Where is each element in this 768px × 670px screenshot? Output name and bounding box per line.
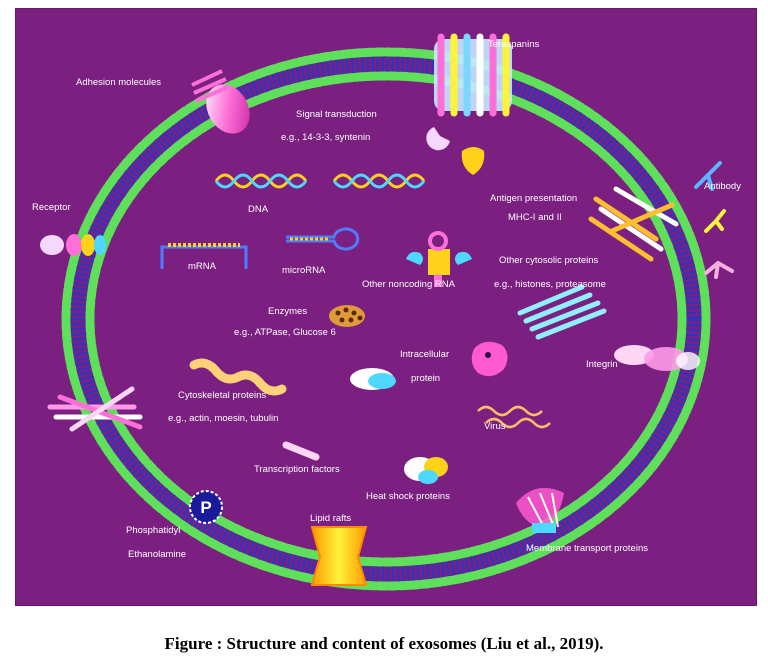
label-virus: Virus [484, 421, 506, 432]
exosome-diagram: P Teraspanins Adhesion molecules Signal … [15, 8, 757, 606]
cytosolic-protein-bundle [517, 284, 607, 340]
label-cytoskeletal-proteins: Cytoskeletal proteins [178, 390, 267, 401]
phosphatidyl-badge: P [189, 490, 223, 524]
label-membrane-transport-proteins: Membrane transport proteins [526, 543, 648, 554]
adhesion-molecule [191, 69, 250, 134]
lipid-raft [310, 526, 368, 586]
label-other-noncoding-rna: Other noncoding RNA [362, 279, 455, 290]
label-heat-shock-proteins: Heat shock proteins [366, 491, 450, 502]
receptor-protein [40, 234, 106, 256]
phosphatidyl-badge-letter: P [200, 498, 211, 517]
label-signal-transduction: Signal transduction [296, 109, 377, 120]
microrna-hairpin [286, 227, 360, 251]
tetraspanin-protein [434, 33, 512, 117]
label-antigen-presentation: Antigen presentation [490, 193, 578, 204]
enzyme-cluster [329, 305, 365, 327]
label-adhesion-molecules: Adhesion molecules [76, 77, 162, 88]
label-cytoskeletal-examples: e.g., actin, moesin, tubulin [168, 413, 279, 424]
label-protein: protein [411, 373, 441, 384]
heat-shock-protein [404, 457, 448, 484]
membrane-transport-protein [516, 487, 564, 533]
label-cytosolic-examples: e.g., histones, proteasome [494, 279, 606, 290]
label-enzymes: Enzymes [268, 306, 308, 317]
label-microrna: microRNA [282, 265, 326, 276]
label-enzymes-examples: e.g., ATPase, Glucose 6 [234, 327, 336, 338]
antigen-presentation-protein [588, 186, 679, 262]
left-membrane-protein [47, 386, 143, 432]
transcription-factor [282, 441, 320, 461]
label-mrna: mRNA [188, 261, 216, 272]
figure-caption: Figure : Structure and content of exosom… [164, 634, 604, 653]
mrna-strand [160, 243, 248, 269]
label-intracellular: Intracellular [400, 349, 450, 360]
label-dna: DNA [248, 204, 269, 215]
signal-transduction-proteins [426, 127, 485, 175]
label-phosphatidyl: Phosphatidyl [126, 525, 181, 536]
antibody-icons [694, 161, 734, 279]
exosome-illustration: P [40, 33, 734, 591]
label-integrin: Integrin [586, 359, 618, 370]
label-signal-examples: e.g., 14-3-3, syntenin [281, 132, 371, 143]
virus-strand [477, 405, 551, 429]
label-antibody: Antibody [704, 181, 741, 192]
noncoding-rna [406, 231, 472, 287]
label-transcription-factors: Transcription factors [254, 464, 340, 475]
dna-helix [214, 173, 426, 189]
cytoskeletal-protein-chain [189, 358, 287, 396]
lipid-bilayer-membrane [61, 47, 711, 591]
label-receptor: Receptor [32, 202, 71, 213]
label-ethanolamine: Ethanolamine [128, 549, 187, 560]
label-other-cytosolic-proteins: Other cytosolic proteins [499, 255, 599, 266]
label-lipid-rafts: Lipid rafts [310, 513, 352, 524]
label-mhc: MHC-I and II [508, 212, 562, 223]
protein-blob [350, 368, 396, 390]
label-tetraspanins: Teraspanins [488, 39, 540, 50]
intracellular-protein [471, 341, 508, 377]
integrin-protein [614, 345, 700, 371]
